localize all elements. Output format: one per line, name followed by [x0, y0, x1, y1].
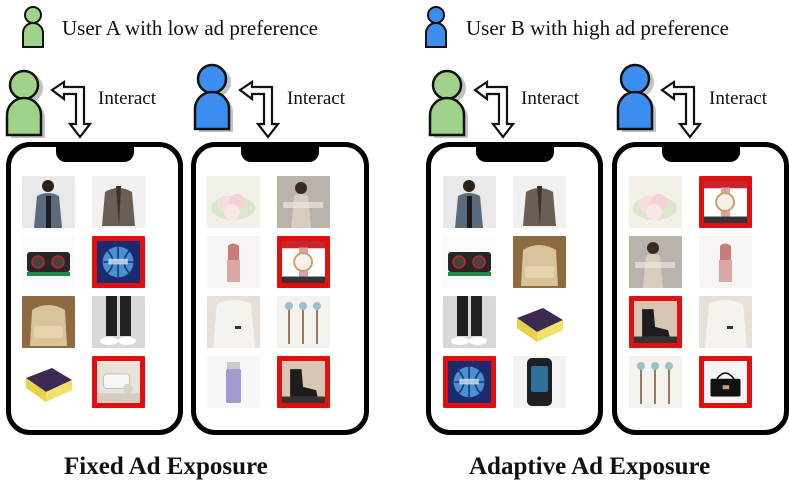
feed-item-jacket-person: [443, 176, 496, 228]
interact-arrow-icon: [660, 79, 708, 140]
interact-label: Interact: [98, 88, 157, 109]
user-a-figure-icon: [4, 68, 48, 140]
feed-item-white-jacket: [699, 296, 752, 348]
feed-item-jeans-sneakers: [443, 296, 496, 348]
feed-item-jacket-person: [22, 176, 75, 228]
ad-item-kitchen-appliance: [92, 356, 145, 408]
interact-label: Interact: [709, 88, 768, 109]
feed-item-snack-box: [513, 296, 566, 348]
phone-notch: [55, 146, 134, 162]
legend-user-a-icon: [20, 5, 46, 49]
feed-item-armchair: [22, 296, 75, 348]
caption-adaptive: Adaptive Ad Exposure: [469, 453, 711, 480]
ad-item-basketball: [92, 236, 145, 288]
feed-item-fleece-jacket: [513, 176, 566, 228]
feed-item-water-dispenser: [513, 356, 566, 408]
feed-item-fashion-model: [629, 236, 682, 288]
interact-arrow-icon: [50, 79, 98, 140]
caption-fixed: Fixed Ad Exposure: [64, 453, 268, 480]
ad-item-basketball: [443, 356, 496, 408]
feed-item-armchair: [513, 236, 566, 288]
feed-item-peaches: [207, 176, 260, 228]
feed-item-graphics-card: [443, 236, 496, 288]
phone-notch: [241, 146, 319, 162]
feed-item-graphics-card: [22, 236, 75, 288]
feed-item-white-jacket: [207, 296, 260, 348]
phone-notch: [475, 146, 554, 162]
feed-item-jeans-sneakers: [92, 296, 145, 348]
ad-item-wristwatch: [699, 176, 752, 228]
interact-arrow-icon: [473, 79, 521, 140]
feed-item-peaches: [629, 176, 682, 228]
user-b-figure-icon: [192, 62, 236, 134]
feed-item-toner-bottle: [207, 356, 260, 408]
legend-user-b-label: User B with high ad preference: [466, 16, 729, 40]
feed-item-lipstick: [207, 236, 260, 288]
ad-item-handbag: [699, 356, 752, 408]
user-a-figure-icon: [427, 68, 471, 140]
feed-item-lipstick: [699, 236, 752, 288]
ad-item-wristwatch: [277, 236, 330, 288]
user-b-figure-icon: [615, 62, 659, 134]
legend-user-a-label: User A with low ad preference: [62, 16, 318, 40]
interact-label: Interact: [521, 88, 580, 109]
ad-item-ankle-boots: [277, 356, 330, 408]
legend-user-b-icon: [423, 5, 449, 49]
feed-item-fleece-jacket: [92, 176, 145, 228]
feed-item-coat-rack: [277, 296, 330, 348]
feed-item-snack-box: [22, 356, 75, 408]
ad-item-ankle-boots: [629, 296, 682, 348]
phone-notch: [661, 146, 740, 162]
feed-item-fashion-model: [277, 176, 330, 228]
interact-arrow-icon: [238, 79, 286, 140]
feed-item-coat-rack: [629, 356, 682, 408]
interact-label: Interact: [287, 88, 346, 109]
